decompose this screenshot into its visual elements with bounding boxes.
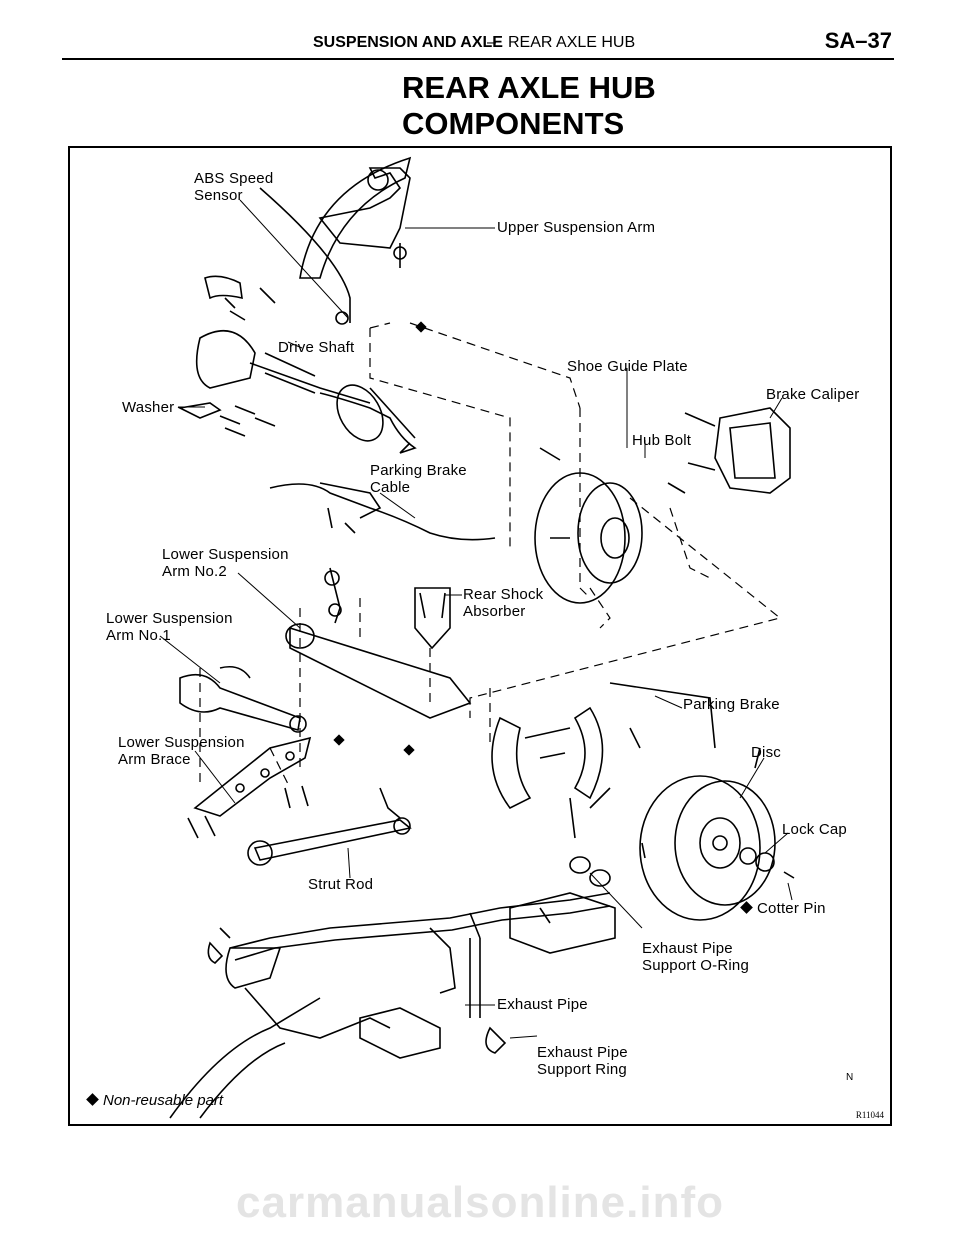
- flange-drawing: [204, 275, 243, 300]
- label-lower-suspension-arm-brace: Lower Suspension Arm Brace: [118, 734, 245, 768]
- label-exhaust-pipe-support-ring: Exhaust Pipe Support Ring: [537, 1044, 628, 1078]
- disc-drawing: [639, 775, 761, 921]
- label-lower-suspension-arm-no2: Lower Suspension Arm No.2: [162, 546, 289, 580]
- figure-number: R11044: [855, 1110, 884, 1120]
- page-title-line-2: COMPONENTS: [402, 106, 625, 141]
- corner-mark: N: [846, 1072, 854, 1083]
- section-title: SUSPENSION AND AXLE: [313, 34, 503, 51]
- page-title: REAR AXLE HUB COMPONENTS: [402, 70, 656, 142]
- label-upper-suspension-arm: Upper Suspension Arm: [497, 219, 656, 236]
- parking-brake-shoes-drawing: [491, 716, 532, 810]
- abs-sensor-drawing: [259, 187, 351, 323]
- label-shoe-guide-plate: Shoe Guide Plate: [567, 358, 688, 375]
- o-ring-drawing: [569, 856, 591, 874]
- label-exhaust-pipe-support-o-ring: Exhaust Pipe Support O-Ring: [642, 940, 750, 974]
- subsection-title: REAR AXLE HUB: [508, 34, 636, 51]
- strut-rod-drawing: [253, 819, 412, 861]
- label-rear-shock-absorber: Rear Shock Absorber: [463, 586, 544, 620]
- label-parking-brake: Parking Brake: [683, 696, 780, 713]
- non-reusable-diamond-icon: [740, 901, 753, 914]
- legend-note: Non-reusable part: [86, 1092, 223, 1109]
- support-ring-drawing: [485, 1026, 507, 1054]
- label-drive-shaft: Drive Shaft: [278, 339, 355, 356]
- label-hub-bolt: Hub Bolt: [632, 432, 692, 449]
- header-separator: –: [487, 34, 496, 51]
- watermark: carmanualsonline.info: [236, 1178, 724, 1227]
- washer-drawing: [177, 402, 222, 419]
- upper-arm-drawing: [318, 167, 411, 249]
- arm-brace-drawing: [193, 736, 312, 817]
- lower-arm-no1-drawing: [179, 673, 301, 732]
- parking-cable-drawing: [269, 483, 496, 541]
- lower-arm-no2-drawing: [289, 626, 472, 719]
- shock-absorber-drawing: [414, 587, 451, 650]
- page-number: SA–37: [824, 28, 892, 53]
- knuckle-drawing: [299, 156, 412, 279]
- label-washer: Washer: [122, 399, 175, 416]
- label-exhaust-pipe: Exhaust Pipe: [497, 996, 588, 1013]
- exploded-view-drawing: [159, 156, 795, 1119]
- non-reusable-diamond-icon: [86, 1093, 99, 1106]
- header-rule: [62, 58, 894, 60]
- exhaust-pipe-drawing: [229, 892, 611, 949]
- label-lock-cap: Lock Cap: [782, 821, 847, 838]
- brake-caliper-drawing: [714, 407, 791, 494]
- label-cotter-pin: Cotter Pin: [740, 900, 826, 917]
- drive-shaft-drawing: [195, 329, 256, 389]
- page-header: SUSPENSION AND AXLE – REAR AXLE HUB SA–3…: [0, 0, 960, 64]
- label-lower-suspension-arm-no1: Lower Suspension Arm No.1: [106, 610, 233, 644]
- label-parking-brake-cable: Parking Brake Cable: [370, 462, 467, 496]
- label-brake-caliper: Brake Caliper: [766, 386, 860, 403]
- page-title-line-1: REAR AXLE HUB: [402, 70, 656, 105]
- label-abs-speed-sensor: ABS Speed Sensor: [194, 170, 274, 204]
- label-strut-rod: Strut Rod: [308, 876, 374, 893]
- components-diagram: ABS Speed Sensor Upper Suspension Arm Dr…: [68, 146, 892, 1126]
- label-disc: Disc: [751, 744, 781, 761]
